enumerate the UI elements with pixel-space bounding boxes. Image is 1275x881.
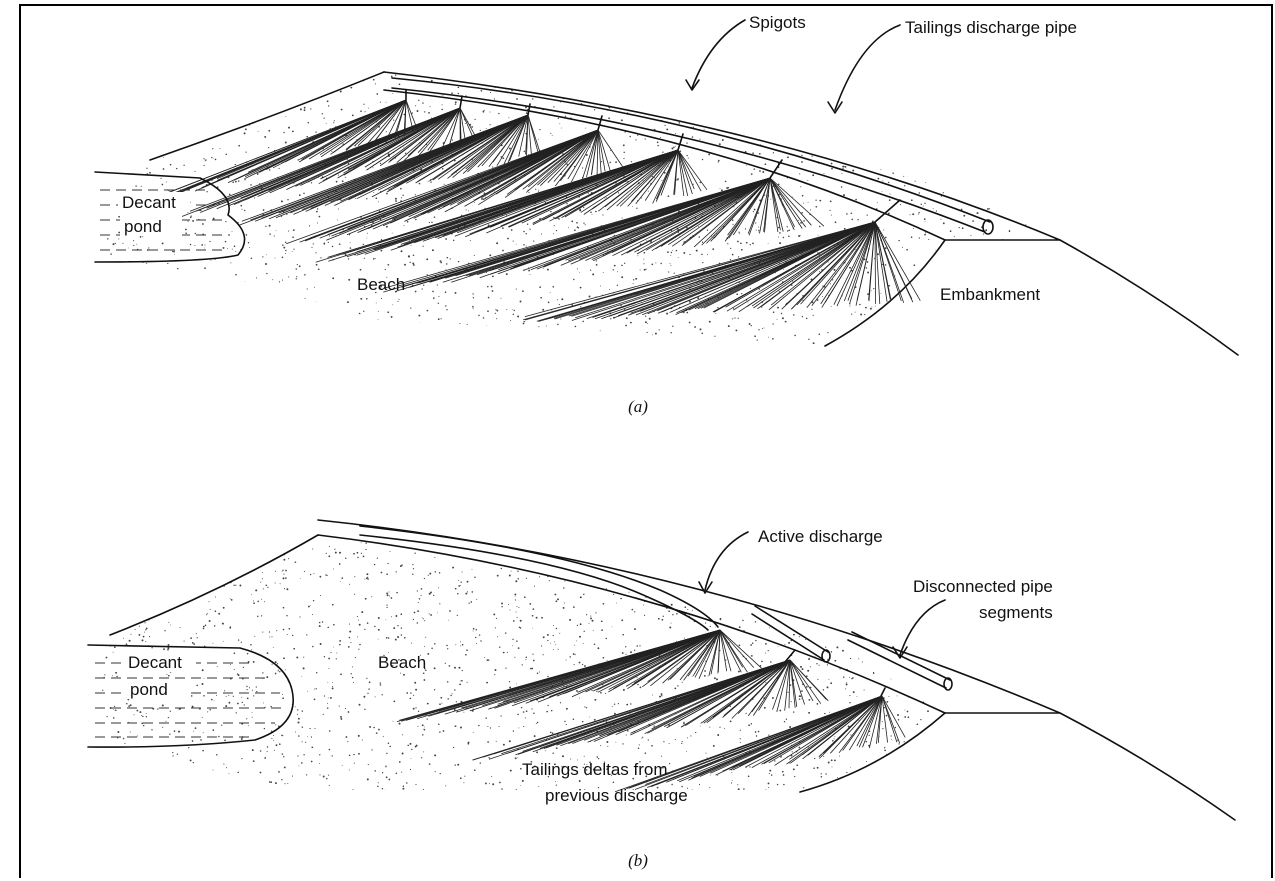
spigots-leader [692, 20, 745, 88]
label-spigots: Spigots [749, 13, 806, 32]
pipe-end-a [983, 220, 993, 234]
label-pond-b: pond [130, 680, 168, 699]
label-embankment: Embankment [940, 285, 1040, 304]
label-pond-a: pond [124, 217, 162, 236]
pond-water-lines-b [95, 663, 285, 737]
label-deltas-2: previous discharge [545, 786, 688, 805]
active-leader [705, 532, 748, 590]
spigot-a-2 [460, 96, 462, 108]
delta-fan-b-2 [473, 660, 829, 760]
label-active-discharge: Active discharge [758, 527, 883, 546]
spigot-fans-a [155, 90, 921, 322]
label-disconnected-1: Disconnected pipe [913, 577, 1053, 596]
panel-a: Spigots Tailings discharge pipe Decant p… [89, 13, 1238, 416]
panel-b: Active discharge Disconnected pipe segme… [88, 519, 1235, 870]
label-disconnected-2: segments [979, 603, 1053, 622]
spray-fan-active [397, 630, 762, 722]
label-deltas-1: Tailings deltas from [522, 760, 668, 779]
pipe-arrowhead-a [828, 102, 842, 113]
label-beach-a: Beach [357, 275, 405, 294]
label-decant-b: Decant [128, 653, 182, 672]
pipe-leader-a [835, 25, 900, 110]
disconnected-pipe-segments [752, 606, 952, 690]
spray-fan-a-7 [523, 222, 920, 322]
caption-b: (b) [628, 851, 648, 870]
label-beach-b: Beach [378, 653, 426, 672]
spigot-a-6 [770, 160, 782, 178]
label-tailings-discharge-pipe: Tailings discharge pipe [905, 18, 1077, 37]
caption-a: (a) [628, 397, 648, 416]
spigot-a-4 [598, 116, 602, 130]
label-decant-a: Decant [122, 193, 176, 212]
crest-outer-a [384, 72, 1238, 355]
beach-slope-b [110, 535, 318, 635]
